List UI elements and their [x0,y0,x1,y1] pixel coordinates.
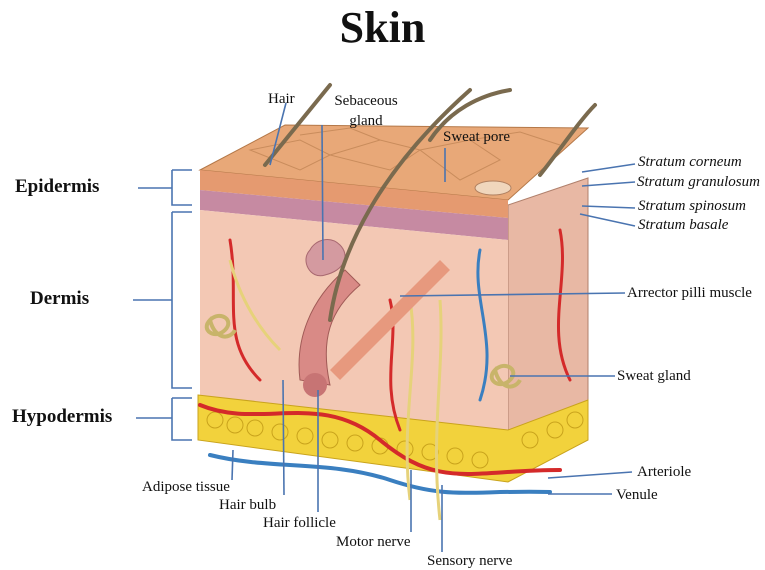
hypodermis-label: Hypodermis [12,406,112,428]
hair-follicle-label: Hair follicle [263,514,336,532]
arteriole-label: Arteriole [637,463,691,481]
hair-label: Hair [268,90,295,108]
motor-nerve-label: Motor nerve [336,533,411,551]
sweat-pore-shape [475,181,511,195]
arrector-label: Arrector pilli muscle [627,284,752,302]
sebaceous-label-line2: gland [349,112,382,130]
stratum-granulosum-label: Stratum granulosum [637,173,760,191]
stratum-spinosum-label: Stratum spinosum [638,197,746,215]
dermis-label: Dermis [30,288,89,310]
sebaceous-label-line1: Sebaceous [334,92,397,110]
stratum-corneum-label: Stratum corneum [638,153,742,171]
venule-label: Venule [616,486,658,504]
adipose-label: Adipose tissue [142,478,230,496]
sweat-gland-label: Sweat gland [617,367,691,385]
stratum-basale-label: Stratum basale [638,216,728,234]
sensory-nerve-label: Sensory nerve [427,552,512,570]
hair-bulb-shape [303,373,327,397]
epidermis-label: Epidermis [15,176,99,198]
sweat-pore-label: Sweat pore [443,128,510,146]
hair-bulb-label: Hair bulb [219,496,276,514]
